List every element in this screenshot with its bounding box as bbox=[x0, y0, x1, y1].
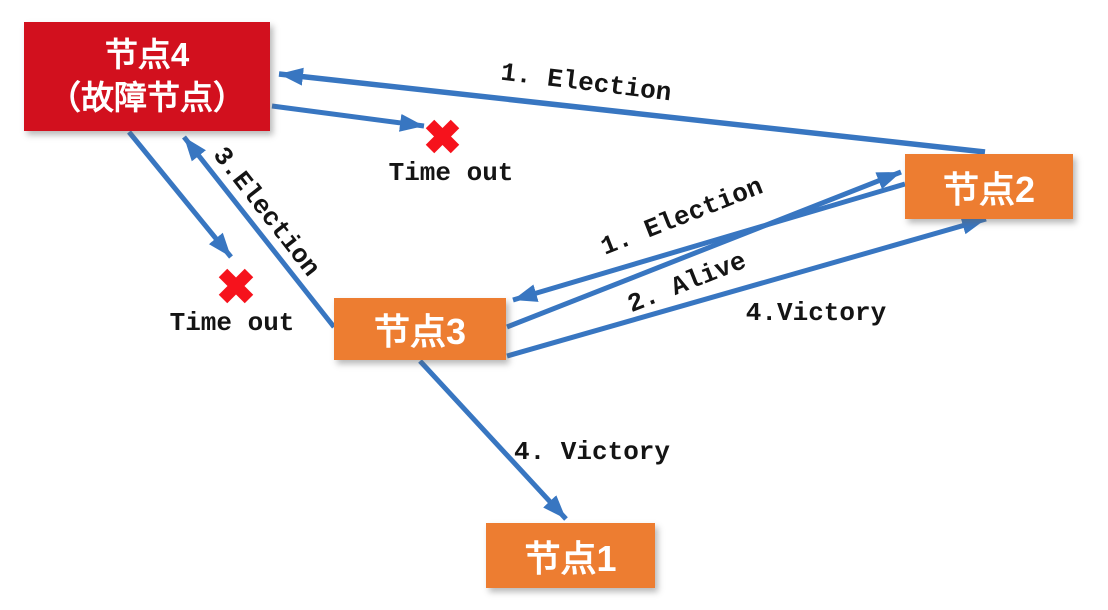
timeout-cross-icon-top bbox=[425, 119, 460, 154]
label-victory4-bottom: 4. Victory bbox=[513, 437, 671, 467]
label-victory4-right: 4.Victory bbox=[745, 298, 887, 328]
label-timeout-top: Time out bbox=[388, 158, 514, 188]
node-1: 节点1 bbox=[486, 523, 655, 588]
node-4-label-line1: 节点4 bbox=[104, 35, 190, 73]
arrow-victory4-node3-to-node2 bbox=[506, 216, 987, 359]
node-1-label: 节点1 bbox=[524, 537, 617, 579]
node-3-label: 节点3 bbox=[373, 311, 467, 352]
node-4-label-line2: （故障节点） bbox=[48, 78, 246, 116]
label-timeout-left: Time out bbox=[169, 308, 295, 338]
arrow-election3-node3-to-node4 bbox=[182, 135, 336, 329]
arrow-alive2-node2-to-node3 bbox=[512, 181, 906, 303]
node-2-label: 节点2 bbox=[942, 168, 1036, 210]
arrow-victory4-node3-to-node1 bbox=[418, 359, 568, 521]
node-2: 节点2 bbox=[905, 154, 1073, 219]
node-3: 节点3 bbox=[334, 298, 506, 360]
arrow-node4-reply-timeout-left bbox=[127, 130, 233, 259]
arrow-election1-node3-to-node2 bbox=[506, 169, 902, 330]
timeout-cross-icon-left bbox=[218, 268, 254, 304]
arrow-election1-node2-to-node4 bbox=[278, 67, 986, 155]
arrow-node4-reply-timeout-top bbox=[271, 103, 425, 132]
node-4-failed: 节点4 （故障节点） bbox=[24, 22, 270, 131]
